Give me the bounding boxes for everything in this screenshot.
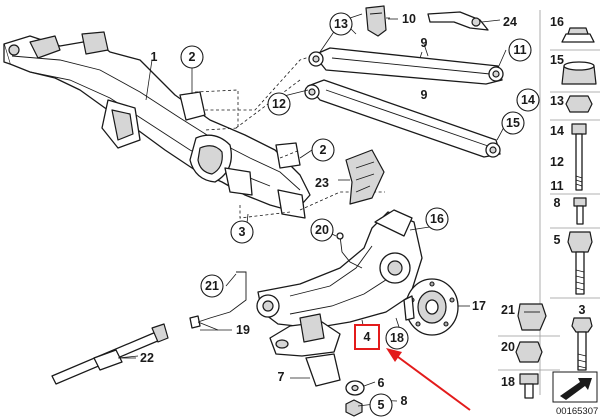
socket-bolt[interactable]: [519, 373, 539, 399]
callout-15: 15: [501, 111, 525, 135]
cable-end[interactable]: [189, 315, 201, 329]
svg-text:21: 21: [205, 279, 219, 293]
callout-2-lower: 2: [311, 138, 335, 162]
parts-sidebar: 16 15 13 14 12 11 8: [498, 10, 600, 403]
callout-20: 20: [310, 218, 334, 242]
sidebar-label-13: 13: [550, 94, 564, 108]
callout-13: 13: [329, 12, 353, 36]
svg-text:15: 15: [506, 116, 520, 130]
callout-21: 21: [200, 274, 224, 298]
sensor-cable[interactable]: [339, 235, 363, 269]
long-bolt[interactable]: [571, 123, 587, 191]
sidebar-label-16: 16: [550, 15, 564, 29]
svg-text:4: 4: [364, 330, 371, 344]
threaded-bolt[interactable]: [567, 231, 593, 295]
rear-axle-carrier[interactable]: [3, 31, 311, 219]
sidebar-label-8: 8: [554, 196, 561, 210]
sidebar-label-5: 5: [554, 233, 561, 247]
carrier-bracket[interactable]: [269, 313, 341, 387]
svg-text:2: 2: [189, 50, 196, 64]
callout-19: 19: [236, 323, 250, 337]
sidebar-label-3: 3: [579, 303, 586, 317]
control-arm-lower[interactable]: [304, 79, 501, 158]
callout-12: 12: [267, 92, 291, 116]
short-bolt[interactable]: [573, 197, 587, 225]
sidebar-label-11: 11: [550, 179, 563, 193]
callout-2-upper: 2: [180, 45, 204, 69]
callout-23: 23: [315, 176, 329, 190]
svg-text:20: 20: [315, 223, 329, 237]
sidebar-label-21: 21: [501, 303, 515, 317]
nut[interactable]: [345, 399, 363, 417]
callout-9-lower: 9: [421, 88, 428, 102]
wheel-hub[interactable]: [403, 278, 459, 336]
highlight-arrow: [386, 348, 471, 411]
callout-9-upper: 9: [421, 36, 428, 50]
callout-7: 7: [278, 370, 285, 384]
svg-text:13: 13: [334, 17, 348, 31]
control-arm-upper[interactable]: [308, 47, 504, 85]
hex-bolt[interactable]: [571, 317, 593, 371]
callout-10: 10: [402, 12, 416, 26]
diagram-id: 00165307: [556, 406, 598, 417]
svg-text:5: 5: [378, 398, 385, 412]
callout-4-highlighted[interactable]: 4: [354, 324, 380, 350]
callout-5: 5: [369, 393, 393, 417]
sidebar-label-18: 18: [501, 375, 515, 389]
svg-text:14: 14: [521, 93, 535, 107]
svg-text:11: 11: [513, 43, 526, 57]
sidebar-label-14: 14: [550, 124, 564, 138]
flange-nut[interactable]: [515, 341, 543, 363]
brake-cable[interactable]: [197, 271, 247, 323]
cable-clip[interactable]: [517, 303, 547, 331]
direction-arrow-symbol: [552, 371, 598, 403]
rubber-bushing[interactable]: [561, 61, 597, 85]
sensor-head[interactable]: [336, 232, 344, 240]
callout-22: 22: [140, 351, 154, 365]
washer[interactable]: [345, 380, 365, 396]
hex-nut[interactable]: [565, 95, 593, 113]
reference-line: [239, 205, 291, 219]
reference-line: [194, 89, 239, 131]
bracket-part[interactable]: [365, 5, 387, 37]
callout-3: 3: [230, 220, 254, 244]
sidebar-label-12: 12: [550, 155, 564, 169]
callout-18: 18: [385, 326, 409, 350]
callout-24: 24: [503, 15, 517, 29]
callout-1: 1: [151, 50, 158, 64]
callout-17: 17: [472, 299, 486, 313]
callout-11: 11: [508, 38, 532, 62]
svg-text:16: 16: [430, 212, 444, 226]
callout-14: 14: [516, 88, 540, 112]
heat-shield[interactable]: [345, 149, 385, 205]
callout-8: 8: [401, 394, 408, 408]
svg-text:2: 2: [320, 143, 327, 157]
sidebar-label-20: 20: [501, 340, 515, 354]
clip-part[interactable]: [561, 27, 595, 43]
sidebar-label-15: 15: [550, 53, 564, 67]
svg-text:18: 18: [390, 331, 404, 345]
svg-text:12: 12: [272, 97, 286, 111]
callout-16: 16: [425, 207, 449, 231]
svg-text:3: 3: [239, 225, 246, 239]
wheel-carrier[interactable]: [256, 209, 423, 329]
brace-part[interactable]: [427, 11, 489, 31]
bolt-long[interactable]: [51, 323, 169, 385]
callout-6: 6: [378, 376, 385, 390]
reference-line: [279, 149, 301, 159]
